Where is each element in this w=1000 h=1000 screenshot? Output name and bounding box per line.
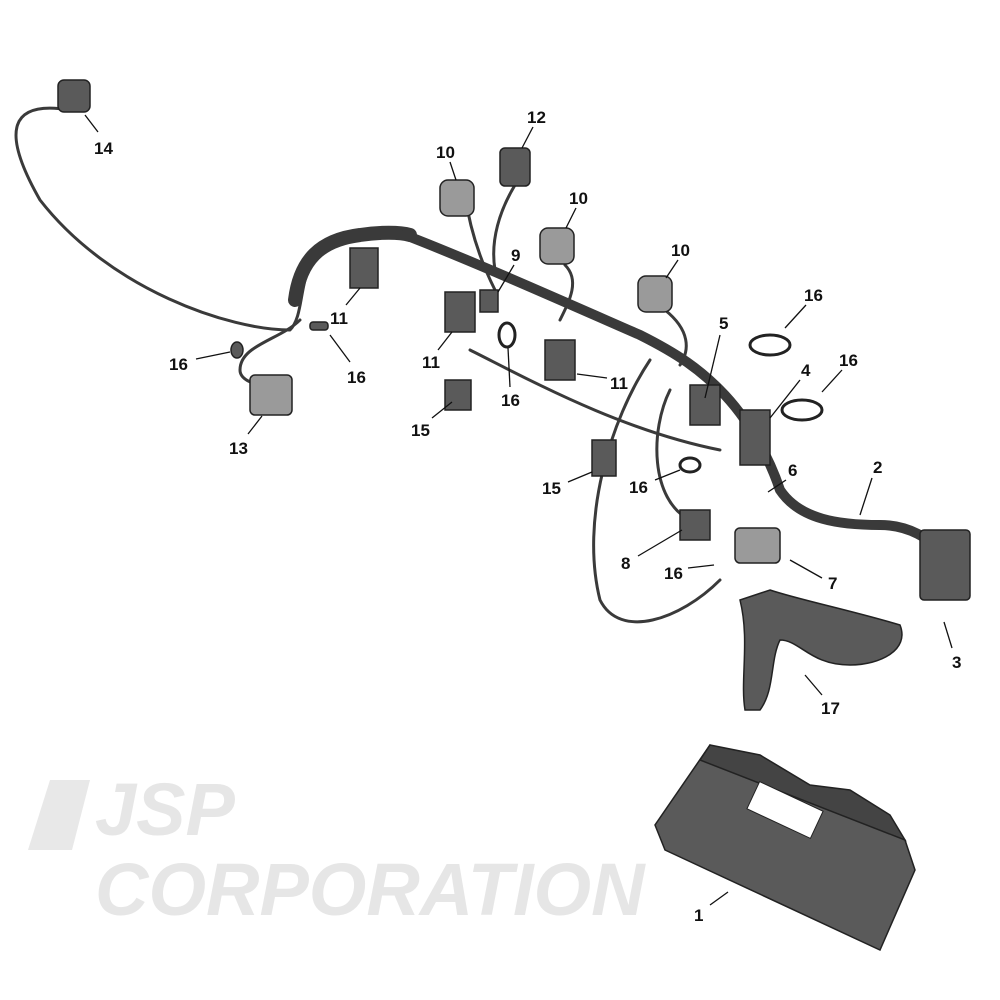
callout-16: 16 (804, 286, 823, 305)
callout-1: 1 (694, 906, 703, 925)
part-16-tie-strap (497, 321, 517, 349)
callout-4: 4 (801, 361, 811, 380)
callout-15: 15 (411, 421, 430, 440)
part-16-tie-strap (780, 398, 824, 422)
callout-7: 7 (828, 574, 837, 593)
part-4-connector (739, 409, 771, 466)
part-10-ignition-coil-connector (539, 227, 575, 265)
callout-15: 15 (542, 479, 561, 498)
part-11-injector-connector (444, 291, 476, 333)
part-1-ecu-top (698, 744, 907, 842)
watermark-logo-mark (28, 780, 90, 850)
part-17-bracket (739, 589, 903, 711)
callout-11: 11 (422, 353, 440, 372)
part-8-connector (679, 509, 711, 541)
callout-6: 6 (788, 461, 797, 480)
callout-10: 10 (569, 189, 588, 208)
watermark-text: JSP CORPORATION (95, 768, 645, 931)
callout-5: 5 (719, 314, 728, 333)
part-16-tie-strap (748, 333, 792, 357)
part-5-connector (689, 384, 721, 426)
callout-13: 13 (229, 439, 248, 458)
callout-16: 16 (664, 564, 683, 583)
harness-wires (14, 106, 945, 624)
part-15-plug (591, 439, 617, 477)
callout-10: 10 (671, 241, 690, 260)
part-14-connector (57, 79, 91, 113)
part-1-ecu-label-area (746, 780, 824, 840)
part-11-injector-connector (544, 339, 576, 381)
callout-3: 3 (952, 653, 961, 672)
callout-8: 8 (621, 554, 630, 573)
callout-2: 2 (873, 458, 882, 477)
callout-16: 16 (839, 351, 858, 370)
part-7-relay (734, 527, 781, 564)
parts (57, 79, 971, 952)
part-16-tie-strap (309, 321, 329, 331)
callout-16: 16 (347, 368, 366, 387)
callout-11: 11 (330, 309, 348, 328)
callout-11: 11 (610, 374, 628, 393)
callout-12: 12 (527, 108, 546, 127)
callout-9: 9 (511, 246, 520, 265)
part-15-plug (444, 379, 472, 411)
callout-16: 16 (629, 478, 648, 497)
part-16-tie-strap (230, 341, 244, 359)
part-12-connector (499, 147, 531, 187)
callout-14: 14 (94, 139, 113, 158)
part-16-tie-strap (678, 456, 702, 474)
leader-lines (84, 114, 953, 906)
part-13-connector (249, 374, 293, 416)
callout-10: 10 (436, 143, 455, 162)
callout-17: 17 (821, 699, 840, 718)
part-10-ignition-coil-connector (439, 179, 475, 217)
part-9-clip (479, 289, 499, 313)
part-3-ecu-connector (919, 529, 971, 601)
callout-labels: 14 12 10 10 10 9 11 11 11 16 16 16 15 15… (94, 108, 961, 925)
callout-16: 16 (501, 391, 520, 410)
callout-16: 16 (169, 355, 188, 374)
part-11-injector-connector (349, 247, 379, 289)
part-10-ignition-coil-connector (637, 275, 673, 313)
